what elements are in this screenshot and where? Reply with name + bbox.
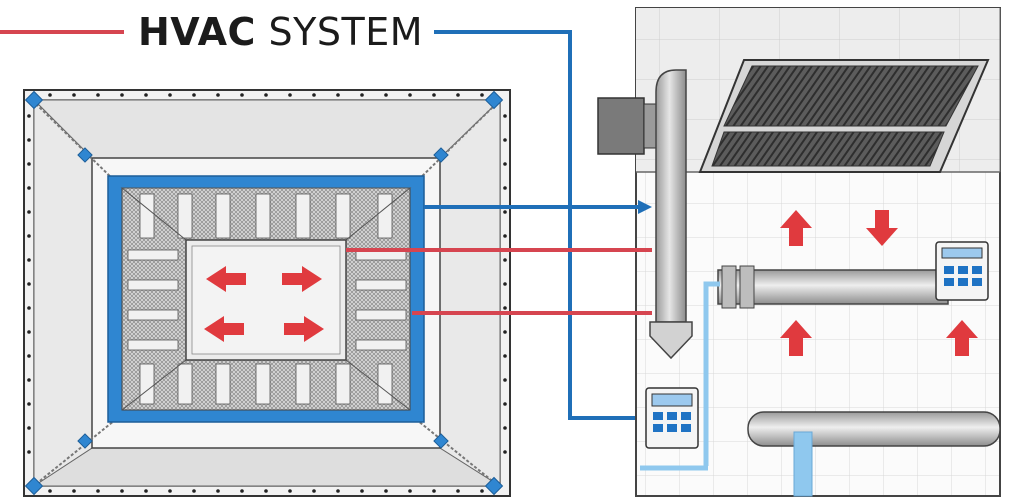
rivet [264,489,268,493]
rivet [216,93,220,97]
rivet [120,489,124,493]
rivet [503,258,507,262]
rivet [27,138,31,142]
arrow-up-icon [780,320,812,356]
rivet [264,93,268,97]
rivet [432,93,436,97]
rivet [240,93,244,97]
rivet [192,93,196,97]
rivet [96,489,100,493]
rivet [27,258,31,262]
rivet [312,93,316,97]
supply-line-main [434,30,640,420]
rivet [408,93,412,97]
rivet [27,450,31,454]
arrow-left-icon [204,316,244,342]
arrow-up-icon [780,210,812,246]
rivet [27,282,31,286]
rivet [27,210,31,214]
rivet [384,489,388,493]
rivet [480,489,484,493]
rivet [456,93,460,97]
rivet [27,354,31,358]
rivet [503,282,507,286]
rivet [144,489,148,493]
rivet [360,93,364,97]
arrow-down-icon [866,210,898,246]
rivet [312,489,316,493]
rivet [27,378,31,382]
rivet [384,93,388,97]
thermostat-panel-icon [645,387,699,449]
rivet [72,93,76,97]
rivet [503,354,507,358]
rivet [240,489,244,493]
arrow-up-icon [946,320,978,356]
arrow-right-icon [282,266,322,292]
diagram-title: HVAC SYSTEM [138,8,423,56]
rivet [27,186,31,190]
rivet [27,426,31,430]
rivet [27,114,31,118]
rivet [503,186,507,190]
ceiling-cassette [23,89,511,497]
rivet [144,93,148,97]
title-light: SYSTEM [268,10,423,54]
rivet [192,489,196,493]
rivet [503,330,507,334]
rivet [432,489,436,493]
arrow-supply-top-head [638,200,652,214]
rivet [27,162,31,166]
title-bold: HVAC [138,10,256,54]
rivet [408,489,412,493]
rivet [27,306,31,310]
rivet [503,162,507,166]
rivet [503,138,507,142]
rivet [27,234,31,238]
rivet [360,489,364,493]
rivet [336,93,340,97]
rivet [336,489,340,493]
thermostat-panel-icon [935,241,989,301]
rivet [503,234,507,238]
rivet [288,93,292,97]
rivet [27,402,31,406]
rivet [120,93,124,97]
arrow-left-icon [206,266,246,292]
rivet [168,489,172,493]
rivet [480,93,484,97]
rivet [72,489,76,493]
rivet [503,378,507,382]
rivet [27,330,31,334]
rivet [48,93,52,97]
rivet [503,450,507,454]
rivet [96,93,100,97]
rivet [503,306,507,310]
rivet [168,93,172,97]
rivet [288,489,292,493]
arrow-right-icon [284,316,324,342]
rivet [503,114,507,118]
rivet [503,426,507,430]
rivet [503,402,507,406]
rivet [503,210,507,214]
rivet [48,489,52,493]
rivet [216,489,220,493]
rivet [456,489,460,493]
